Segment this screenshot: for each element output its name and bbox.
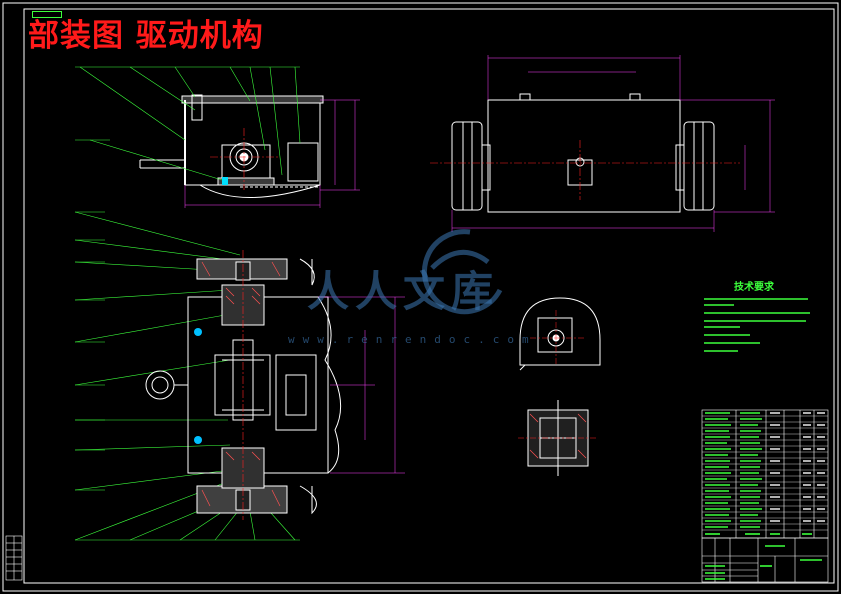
technical-requirements-title: 技术要求 <box>734 282 774 293</box>
parts-list-table <box>701 409 829 539</box>
balloon-leaders <box>74 66 301 541</box>
watermark-url: www.renrendoc.com <box>288 333 537 346</box>
side-view-dimensions <box>184 99 360 208</box>
front-view-dimensions <box>451 55 775 232</box>
side-view <box>139 94 324 198</box>
title-block-text-marks <box>705 545 822 580</box>
main-section-hatch <box>201 261 281 507</box>
title-block <box>701 537 829 583</box>
detail-view-b-centerline <box>530 310 585 365</box>
detail-view-c-hatch <box>529 413 587 459</box>
technical-requirements-text-marks <box>704 298 810 352</box>
front-view <box>451 93 715 213</box>
parts-list-rows <box>702 415 828 531</box>
side-view-centerlines <box>210 128 280 190</box>
front-view-centerline <box>430 140 740 200</box>
binding-strip-table <box>5 535 23 581</box>
watermark-logo-icon <box>422 229 503 315</box>
main-section-dimensions <box>318 296 405 474</box>
drawing-title: 部装图 驱动机构 <box>28 18 264 54</box>
parts-list-col-marks <box>770 412 825 522</box>
inner-border <box>23 8 835 584</box>
watermark-brand: 人人文库 <box>307 267 500 316</box>
sheet-tag <box>32 11 62 18</box>
parts-list-text-marks <box>705 412 812 535</box>
